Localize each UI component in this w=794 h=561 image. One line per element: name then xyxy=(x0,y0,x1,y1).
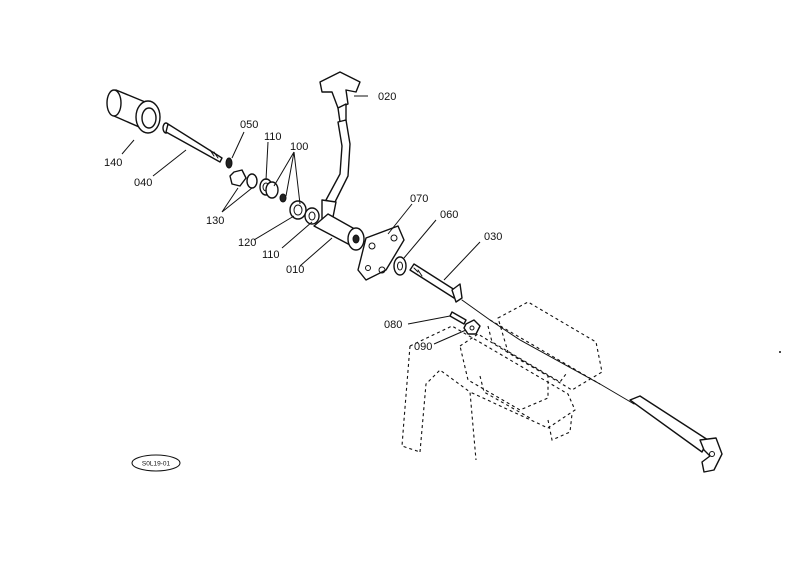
linkage-rod xyxy=(461,299,723,473)
part-140-boss xyxy=(106,89,161,134)
label-140: 140 xyxy=(104,157,122,169)
label-080: 080 xyxy=(384,319,402,331)
label-040: 040 xyxy=(134,177,152,189)
part-070-bracket xyxy=(357,225,405,281)
label-090: 090 xyxy=(414,341,432,353)
label-070: 070 xyxy=(410,193,428,205)
label-030: 030 xyxy=(484,231,502,243)
part-040-bolt xyxy=(162,122,223,163)
part-labels: 010 020 030 040 050 060 070 080 090 100 … xyxy=(104,91,502,353)
label-110-top: 110 xyxy=(264,131,282,143)
leader-lines xyxy=(121,95,481,345)
label-060: 060 xyxy=(440,209,458,221)
label-020: 020 xyxy=(378,91,396,103)
part-020-lever-knob xyxy=(319,71,361,223)
scan-speck xyxy=(779,351,781,353)
part-030-rod xyxy=(409,263,463,303)
label-130: 130 xyxy=(206,215,224,227)
part-090-nut xyxy=(463,319,481,335)
washer-stack xyxy=(225,157,320,225)
label-010: 010 xyxy=(286,264,304,276)
label-100: 100 xyxy=(290,141,308,153)
label-110-bottom: 110 xyxy=(262,249,280,261)
reference-stamp: S0L19-01 xyxy=(131,454,181,472)
part-080-pin xyxy=(449,311,467,325)
part-060-washer xyxy=(393,256,407,276)
label-120: 120 xyxy=(238,237,256,249)
reference-code: S0L19-01 xyxy=(142,461,171,468)
tractor-body-outline xyxy=(401,301,603,461)
label-050: 050 xyxy=(240,119,258,131)
part-010-shaft xyxy=(313,213,365,251)
